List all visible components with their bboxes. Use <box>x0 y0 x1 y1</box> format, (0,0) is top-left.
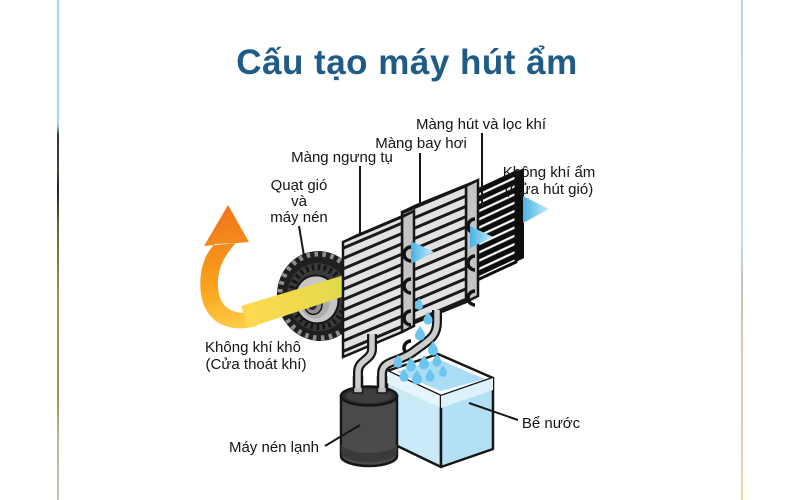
page-title: Cấu tạo máy hút ẩm <box>236 43 578 82</box>
label-dry-air: Không khí khô (Cửa thoát khí) <box>205 339 306 373</box>
leader-lines <box>298 133 519 447</box>
label-evaporator-membrane: Màng bay hơi <box>375 135 467 152</box>
label-fan-and-compressor: Quạt gió và máy nén <box>270 177 328 226</box>
label-filter-membrane: Màng hút và lọc khí <box>416 116 547 133</box>
water-drops <box>393 298 447 385</box>
svg-text:Quạt gió: Quạt gió <box>271 177 328 194</box>
svg-text:(Cửa thoát khí): (Cửa thoát khí) <box>206 356 307 373</box>
svg-text:và: và <box>291 193 308 210</box>
leader-water-tank <box>468 402 519 421</box>
svg-text:(Cửa hút gió): (Cửa hút gió) <box>505 181 593 198</box>
label-humid-air: Không khí ẩm (Cửa hút gió) <box>503 164 596 198</box>
intake-air-arrows <box>411 196 549 264</box>
left-background-sliver <box>57 0 59 500</box>
svg-text:máy nén: máy nén <box>270 209 328 226</box>
svg-text:Không khí ẩm: Không khí ẩm <box>503 164 596 181</box>
label-condenser-membrane: Màng ngưng tụ <box>291 149 393 166</box>
leader-fan <box>298 225 305 257</box>
dry-air-arrow <box>200 205 257 329</box>
air-arrow-icon <box>470 226 493 248</box>
right-background-sliver <box>741 0 743 500</box>
leader-compressor <box>324 424 361 447</box>
refrigerant-pipes <box>353 310 442 388</box>
air-arrow-icon <box>523 196 549 223</box>
compressor-cylinder <box>339 376 399 468</box>
label-compressor: Máy nén lạnh <box>229 439 319 456</box>
svg-text:Không khí khô: Không khí khô <box>205 339 301 356</box>
label-water-tank: Bể nước <box>522 415 581 432</box>
condenser-membrane-panel <box>341 208 416 359</box>
air-arrow-icon <box>411 241 434 264</box>
